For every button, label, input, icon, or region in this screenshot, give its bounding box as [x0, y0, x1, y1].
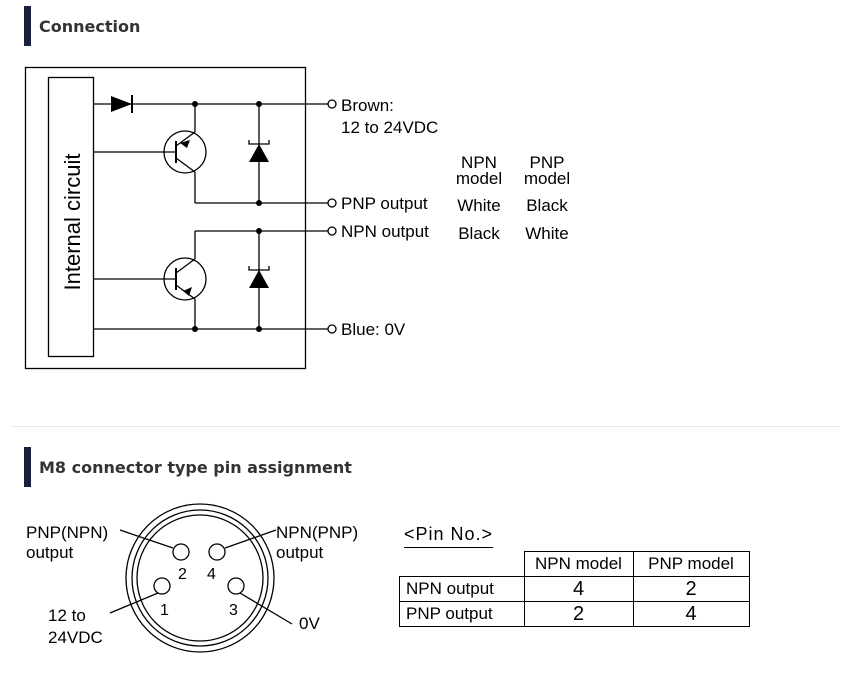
- circuit-outer-box: [24, 66, 307, 370]
- pin-2-hole: [172, 543, 190, 561]
- header-pnp-model: PNP model: [632, 551, 750, 577]
- pnp-output-label: PNP output: [341, 194, 428, 213]
- heading-accent-bar: [24, 6, 31, 46]
- cell-npn-output-npn: 4: [523, 576, 634, 602]
- npn-row-pnp-color: White: [525, 224, 568, 243]
- left-bottom-label-2: 24VDC: [48, 628, 103, 647]
- brown-voltage-label: 12 to 24VDC: [341, 118, 438, 137]
- cell-npn-output-pnp: 2: [632, 576, 750, 602]
- pin-4-hole: [208, 543, 226, 561]
- pin-3-hole: [227, 577, 245, 595]
- col-pnp-header-2: model: [524, 169, 570, 188]
- connector-outer-ring-3: [136, 514, 264, 642]
- terminal-blue: [327, 324, 337, 334]
- m8-heading: M8 connector type pin assignment: [24, 447, 352, 487]
- heading-accent-bar: [24, 447, 31, 487]
- connector-outer-ring-1: [125, 503, 275, 653]
- col-npn-header-2: model: [456, 169, 502, 188]
- npn-output-label: NPN output: [341, 222, 429, 241]
- pin-number-table: NPN model PNP model NPN output 4 2 PNP o…: [399, 551, 750, 627]
- pin-1-hole: [153, 577, 171, 595]
- row-label-pnp-output: PNP output: [399, 601, 525, 627]
- table-corner-cell: [399, 551, 525, 577]
- left-top-label-2: output: [26, 543, 74, 562]
- zener-2: [249, 270, 269, 288]
- terminal-npn: [327, 226, 337, 236]
- blue-label: Blue: 0V: [341, 320, 406, 339]
- pin-3-label: 3: [229, 602, 238, 619]
- connection-title: Connection: [39, 16, 141, 36]
- cell-pnp-output-pnp: 4: [632, 601, 750, 627]
- right-top-label-2: output: [276, 543, 324, 562]
- col-pnp-header-1: PNP: [530, 153, 565, 172]
- npn-row-npn-color: Black: [458, 224, 500, 243]
- right-bottom-label: 0V: [299, 614, 320, 633]
- internal-circuit-label: Internal circuit: [60, 154, 85, 291]
- header-npn-model: NPN model: [523, 551, 634, 577]
- terminal-pnp: [327, 198, 337, 208]
- connection-circuit-diagram: Internal circuit Brown: 12 to 24VDC NPN …: [24, 66, 570, 370]
- pnp-row-npn-color: White: [457, 196, 500, 215]
- table-header-row: NPN model PNP model: [399, 551, 750, 577]
- section-divider: [10, 426, 840, 427]
- m8-title: M8 connector type pin assignment: [39, 457, 352, 477]
- brown-label: Brown:: [341, 96, 394, 115]
- top-diode: [111, 96, 132, 112]
- cell-pnp-output-npn: 2: [523, 601, 634, 627]
- zener-1: [249, 144, 269, 162]
- internal-circuit-box: [47, 76, 95, 358]
- connector-outer-ring-2: [131, 509, 269, 647]
- col-npn-header-1: NPN: [461, 153, 497, 172]
- right-top-label-1: NPN(PNP): [276, 523, 358, 542]
- terminal-brown: [327, 99, 337, 109]
- left-top-label-1: PNP(NPN): [26, 523, 108, 542]
- row-label-npn-output: NPN output: [399, 576, 525, 602]
- table-row: NPN output 4 2: [399, 576, 750, 602]
- pin-4-label: 4: [207, 566, 216, 583]
- table-row: PNP output 2 4: [399, 601, 750, 627]
- pin-1-label: 1: [160, 602, 169, 619]
- left-bottom-label-1: 12 to: [48, 606, 86, 625]
- pin-2-label: 2: [178, 566, 187, 583]
- m8-connector-diagram: PNP(NPN) output NPN(PNP) output 12 to 24…: [26, 503, 358, 653]
- pnp-row-pnp-color: Black: [526, 196, 568, 215]
- connection-heading: Connection: [24, 6, 140, 46]
- pin-number-title: <Pin No.>: [404, 524, 494, 548]
